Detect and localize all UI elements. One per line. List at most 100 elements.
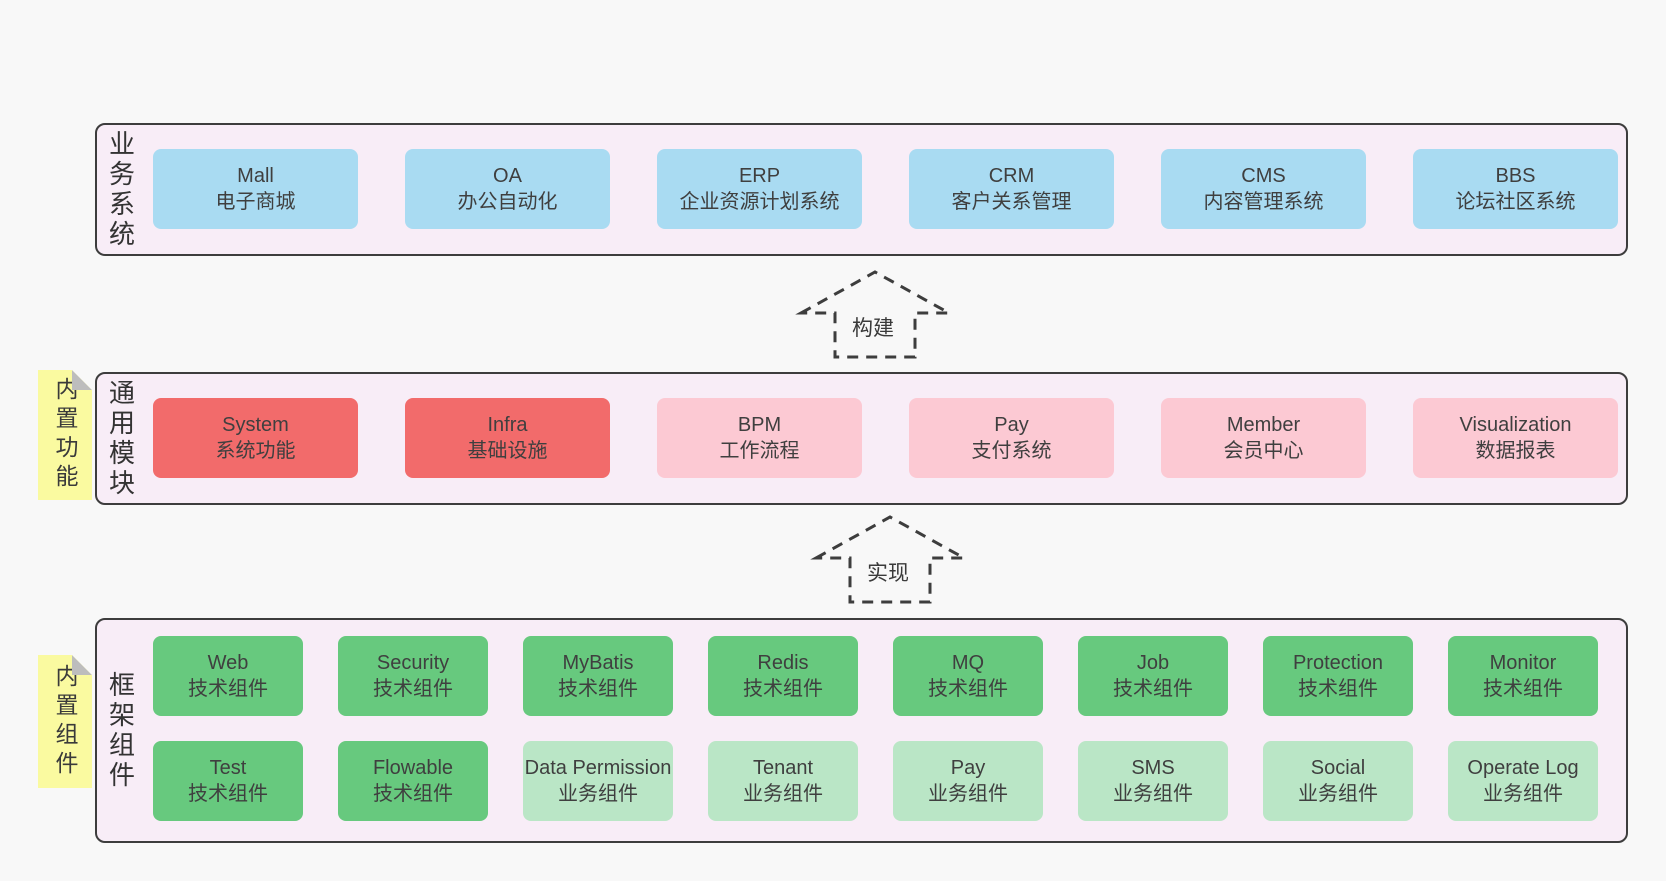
folded-corner-icon	[72, 370, 92, 390]
band-label-framework-components: 框架组件	[105, 670, 136, 791]
box-title: Pay	[950, 757, 986, 779]
box-title: Data Permission	[524, 757, 672, 779]
band-framework-components: 框架组件 Web 技术组件 Security 技术组件 MyBatis 技术组件…	[95, 618, 1628, 843]
box-title: System	[222, 414, 289, 436]
box-title: Protection	[1292, 652, 1384, 674]
arrow-up-implement-icon	[810, 515, 970, 604]
box-title: MQ	[951, 652, 985, 674]
box-subtitle: 技术组件	[743, 678, 823, 700]
box-subtitle: 内容管理系统	[1203, 191, 1324, 213]
arrow-build-label: 构建	[847, 310, 899, 344]
box-infra: Infra 基础设施	[405, 398, 610, 478]
box-title: Operate Log	[1467, 757, 1579, 779]
box-subtitle: 论坛社区系统	[1455, 191, 1576, 213]
box-system: System 系统功能	[153, 398, 358, 478]
box-subtitle: 数据报表	[1475, 440, 1556, 462]
box-title: BPM	[737, 414, 782, 436]
box-title: ERP	[738, 165, 781, 187]
box-monitor: Monitor 技术组件	[1448, 636, 1598, 716]
box-mq: MQ 技术组件	[893, 636, 1043, 716]
box-subtitle: 系统功能	[215, 440, 296, 462]
box-title: OA	[493, 165, 522, 187]
box-title: BBS	[1495, 165, 1536, 187]
box-title: Security	[376, 652, 450, 674]
box-subtitle: 技术组件	[1483, 678, 1563, 700]
box-bbs: BBS 论坛社区系统	[1413, 149, 1618, 229]
box-subtitle: 业务组件	[743, 783, 823, 805]
box-member: Member 会员中心	[1161, 398, 1366, 478]
band-common-modules: 通用模块 System 系统功能 Infra 基础设施 BPM 工作流程 Pay…	[95, 372, 1628, 505]
box-pay-biz: Pay 业务组件	[893, 741, 1043, 821]
box-visualization: Visualization 数据报表	[1413, 398, 1618, 478]
box-subtitle: 业务组件	[928, 783, 1008, 805]
box-pay: Pay 支付系统	[909, 398, 1114, 478]
box-title: Infra	[487, 414, 528, 436]
box-subtitle: 技术组件	[188, 678, 268, 700]
box-title: CMS	[1241, 165, 1286, 187]
box-title: Social	[1310, 757, 1366, 779]
box-subtitle: 办公自动化	[457, 191, 558, 213]
arrow-implement-label: 实现	[862, 555, 914, 589]
box-test: Test 技术组件	[153, 741, 303, 821]
folded-corner-icon	[72, 655, 92, 675]
box-subtitle: 技术组件	[558, 678, 638, 700]
box-title: Tenant	[752, 757, 814, 779]
box-title: Web	[207, 652, 249, 674]
box-subtitle: 技术组件	[188, 783, 268, 805]
box-title: Job	[1136, 652, 1170, 674]
band-business-systems: 业务系统 Mall 电子商城 OA 办公自动化 ERP 企业资源计划系统 CRM…	[95, 123, 1628, 256]
box-subtitle: 电子商城	[215, 191, 296, 213]
box-crm: CRM 客户关系管理	[909, 149, 1114, 229]
box-title: SMS	[1131, 757, 1175, 779]
band-label-business-systems: 业务系统	[105, 129, 136, 250]
box-redis: Redis 技术组件	[708, 636, 858, 716]
box-subtitle: 业务组件	[1483, 783, 1563, 805]
sticky-note-label: 内置功能	[52, 377, 78, 493]
box-subtitle: 技术组件	[1298, 678, 1378, 700]
box-social: Social 业务组件	[1263, 741, 1413, 821]
box-mybatis: MyBatis 技术组件	[523, 636, 673, 716]
box-subtitle: 企业资源计划系统	[679, 191, 840, 213]
box-subtitle: 客户关系管理	[951, 191, 1072, 213]
box-subtitle: 业务组件	[558, 783, 638, 805]
box-job: Job 技术组件	[1078, 636, 1228, 716]
box-subtitle: 技术组件	[1113, 678, 1193, 700]
arrow-up-build-icon	[795, 270, 955, 359]
box-flowable: Flowable 技术组件	[338, 741, 488, 821]
box-title: Test	[209, 757, 247, 779]
box-tenant: Tenant 业务组件	[708, 741, 858, 821]
box-title: Visualization	[1459, 414, 1572, 436]
band-label-common-modules: 通用模块	[105, 378, 136, 499]
box-mall: Mall 电子商城	[153, 149, 358, 229]
box-subtitle: 业务组件	[1298, 783, 1378, 805]
box-security: Security 技术组件	[338, 636, 488, 716]
box-subtitle: 技术组件	[928, 678, 1008, 700]
box-subtitle: 工作流程	[719, 440, 800, 462]
box-title: Flowable	[372, 757, 454, 779]
box-subtitle: 技术组件	[373, 783, 453, 805]
box-protection: Protection 技术组件	[1263, 636, 1413, 716]
box-title: Pay	[994, 414, 1029, 436]
box-operate-log: Operate Log 业务组件	[1448, 741, 1598, 821]
box-subtitle: 会员中心	[1223, 440, 1304, 462]
box-web: Web 技术组件	[153, 636, 303, 716]
box-title: MyBatis	[562, 652, 634, 674]
box-title: CRM	[988, 165, 1035, 187]
box-data-permission: Data Permission 业务组件	[523, 741, 673, 821]
box-subtitle: 业务组件	[1113, 783, 1193, 805]
sticky-note-built-in-features: 内置功能	[38, 370, 92, 500]
box-subtitle: 技术组件	[373, 678, 453, 700]
sticky-note-built-in-components: 内置组件	[38, 655, 92, 788]
sticky-note-label: 内置组件	[52, 663, 78, 780]
box-title: Redis	[757, 652, 809, 674]
box-subtitle: 基础设施	[467, 440, 548, 462]
box-title: Mall	[237, 165, 274, 187]
box-erp: ERP 企业资源计划系统	[657, 149, 862, 229]
box-subtitle: 支付系统	[971, 440, 1052, 462]
box-bpm: BPM 工作流程	[657, 398, 862, 478]
box-sms: SMS 业务组件	[1078, 741, 1228, 821]
box-title: Monitor	[1489, 652, 1557, 674]
box-title: Member	[1226, 414, 1301, 436]
box-oa: OA 办公自动化	[405, 149, 610, 229]
